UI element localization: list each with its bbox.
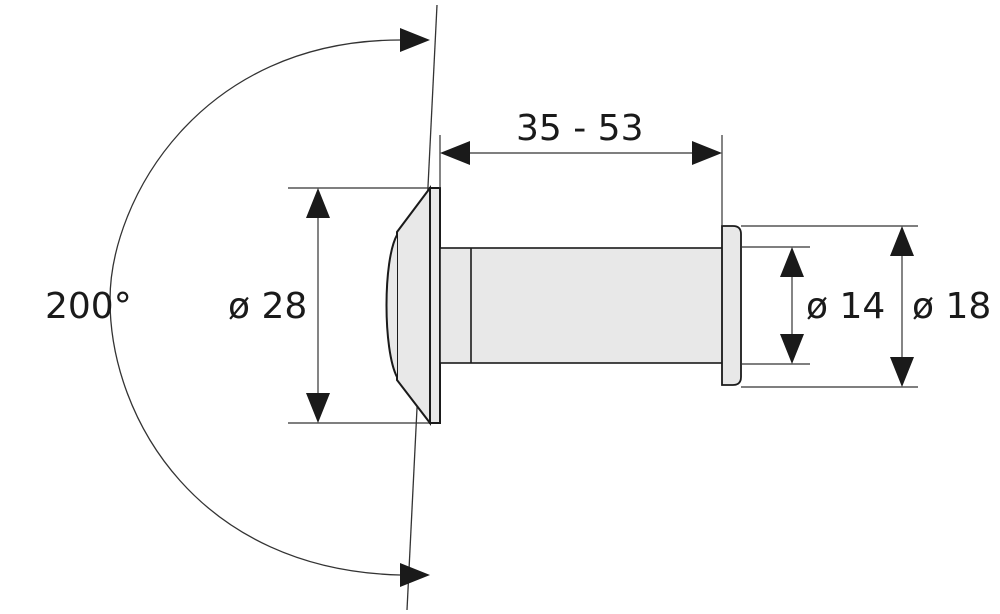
- barrel: [439, 247, 724, 364]
- flange-plate: [429, 187, 441, 424]
- flange-arrow-down: [306, 393, 330, 423]
- lens-dome: [385, 234, 398, 378]
- outer-arrow-up: [890, 226, 914, 256]
- flange-arrow-up: [306, 188, 330, 218]
- inner-arrow-down: [780, 334, 804, 364]
- outer-diameter-label: ø 18: [912, 286, 991, 327]
- angle-label: 200°: [45, 286, 132, 327]
- inner-diameter-label: ø 14: [806, 286, 885, 327]
- outer-arrow-down: [890, 357, 914, 387]
- length-range-label: 35 - 53: [516, 108, 644, 149]
- length-arrow-left: [440, 141, 470, 165]
- length-arrow-right: [692, 141, 722, 165]
- arc-arrow-bottom: [400, 563, 430, 587]
- end-cap: [721, 225, 742, 386]
- arc-arrow-top: [400, 28, 430, 52]
- flange-diameter-label: ø 28: [228, 286, 307, 327]
- inner-arrow-up: [780, 247, 804, 277]
- flange-cone: [396, 185, 431, 426]
- angle-arc: [109, 39, 401, 576]
